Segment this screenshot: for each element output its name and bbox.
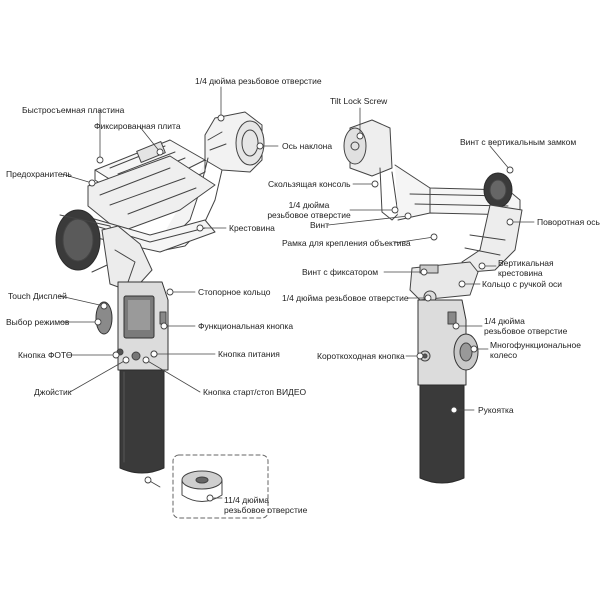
dot-video-button: [142, 356, 150, 364]
dot-quick-release: [96, 156, 104, 164]
label-video-button: Кнопка старт/стоп ВИДЕО: [203, 387, 307, 397]
dot-axis-ring: [458, 280, 466, 288]
dot-vertical-crossarm: [478, 262, 486, 270]
left-gimbal-illustration: [55, 111, 269, 519]
label-safety-lock: Предохранитель: [6, 169, 72, 179]
dot-stop-ring: [166, 288, 174, 296]
label-handle: Рукоятка: [478, 405, 514, 415]
dot-crossarm: [196, 224, 204, 232]
left-roll-motor: [55, 209, 119, 273]
label-left-thread-top: 1/4 дюйма резьбовое отверстие: [195, 76, 322, 86]
dot-photo-button: [112, 351, 120, 359]
dot-thread-right: [452, 322, 460, 330]
label-thread-right: 1/4 дюйма резьбовое отверстие: [484, 316, 568, 336]
label-lens-mount-frame: Рамка для крепления объектива: [282, 238, 411, 248]
left-handle: [119, 369, 165, 474]
dot-tilt-lock-screw: [356, 132, 364, 140]
label-thread-left: 1/4 дюйма резьбовое отверстие: [282, 293, 409, 303]
label-function-button: Функциональная кнопка: [198, 321, 294, 331]
dot-handle: [450, 406, 458, 414]
label-mode-select: Выбор режимов: [6, 317, 70, 327]
dot-safety-lock: [88, 179, 96, 187]
left-tilt-motor: [204, 111, 265, 173]
label-thread-mid: 1/4 дюйма резьбовое отверстие: [267, 200, 351, 220]
dot-bottom-thread-inset: [206, 494, 214, 502]
label-sliding-console: Скользящая консоль: [268, 179, 351, 189]
label-bottom-thread: 11/4 дюйма резьбовое отверстие: [224, 495, 308, 515]
right-control-block: [417, 299, 479, 386]
dot-bottom-thread: [144, 476, 152, 484]
label-shortcut-button: Короткоходная кнопка: [317, 351, 405, 361]
label-screw: Винт: [310, 220, 330, 230]
label-tilt-lock-screw: Tilt Lock Screw: [330, 96, 388, 106]
dot-sliding-console: [371, 180, 379, 188]
right-handle: [419, 384, 465, 484]
dot-swivel-knob: [506, 218, 514, 226]
left-control-block: [95, 281, 169, 371]
dot-retaining-screw: [420, 268, 428, 276]
bottom-thread-inset: [172, 454, 269, 519]
dot-fixed-plate: [156, 148, 164, 156]
label-touch-display: Touch Дисплей: [8, 291, 67, 301]
dot-joystick: [122, 356, 130, 364]
label-vertical-crossarm: Вертикальная крестовина: [498, 258, 554, 278]
dot-mode-select: [94, 318, 102, 326]
label-photo-button: Кнопка ФОТО: [18, 350, 73, 360]
dot-touch-display: [100, 302, 108, 310]
label-joystick: Джойстик: [34, 387, 72, 397]
dot-vertical-lock-screw: [506, 166, 514, 174]
left-plates: [87, 139, 216, 233]
label-tilt-axis: Ось наклона: [282, 141, 333, 151]
dot-left-thread-top: [217, 114, 225, 122]
label-power-button: Кнопка питания: [218, 349, 280, 359]
dot-multi-wheel: [470, 345, 478, 353]
label-swivel-knob: Поворотная ось: [537, 217, 600, 227]
label-retaining-screw: Винт с фиксатором: [302, 267, 379, 277]
label-quick-release-plate: Быстросъемная пластина: [22, 105, 125, 115]
label-crossarm: Крестовина: [229, 223, 275, 233]
dot-power-button: [150, 350, 158, 358]
dot-thread-mid: [391, 206, 399, 214]
leader-lines: [59, 86, 535, 499]
label-stop-ring: Стопорное кольцо: [198, 287, 271, 297]
left-pan-motor: [101, 225, 153, 293]
dot-thread-left: [424, 294, 432, 302]
label-fixed-plate: Фиксированная плита: [94, 121, 181, 131]
dot-lens-frame: [430, 233, 438, 241]
callout-dots: [88, 114, 514, 502]
label-multi-wheel: Многофункциональное колесо: [490, 340, 582, 360]
dot-shortcut-button: [416, 352, 424, 360]
label-axis-knob-ring: Кольцо с ручкой оси: [482, 279, 563, 289]
right-roll-motor: [483, 172, 513, 208]
right-tilt-motor: [343, 119, 399, 221]
label-vertical-lock-screw: Винт с вертикальным замком: [460, 137, 577, 147]
dot-tilt-axis: [256, 142, 264, 150]
dot-screw: [404, 212, 412, 220]
dot-function-button: [160, 322, 168, 330]
